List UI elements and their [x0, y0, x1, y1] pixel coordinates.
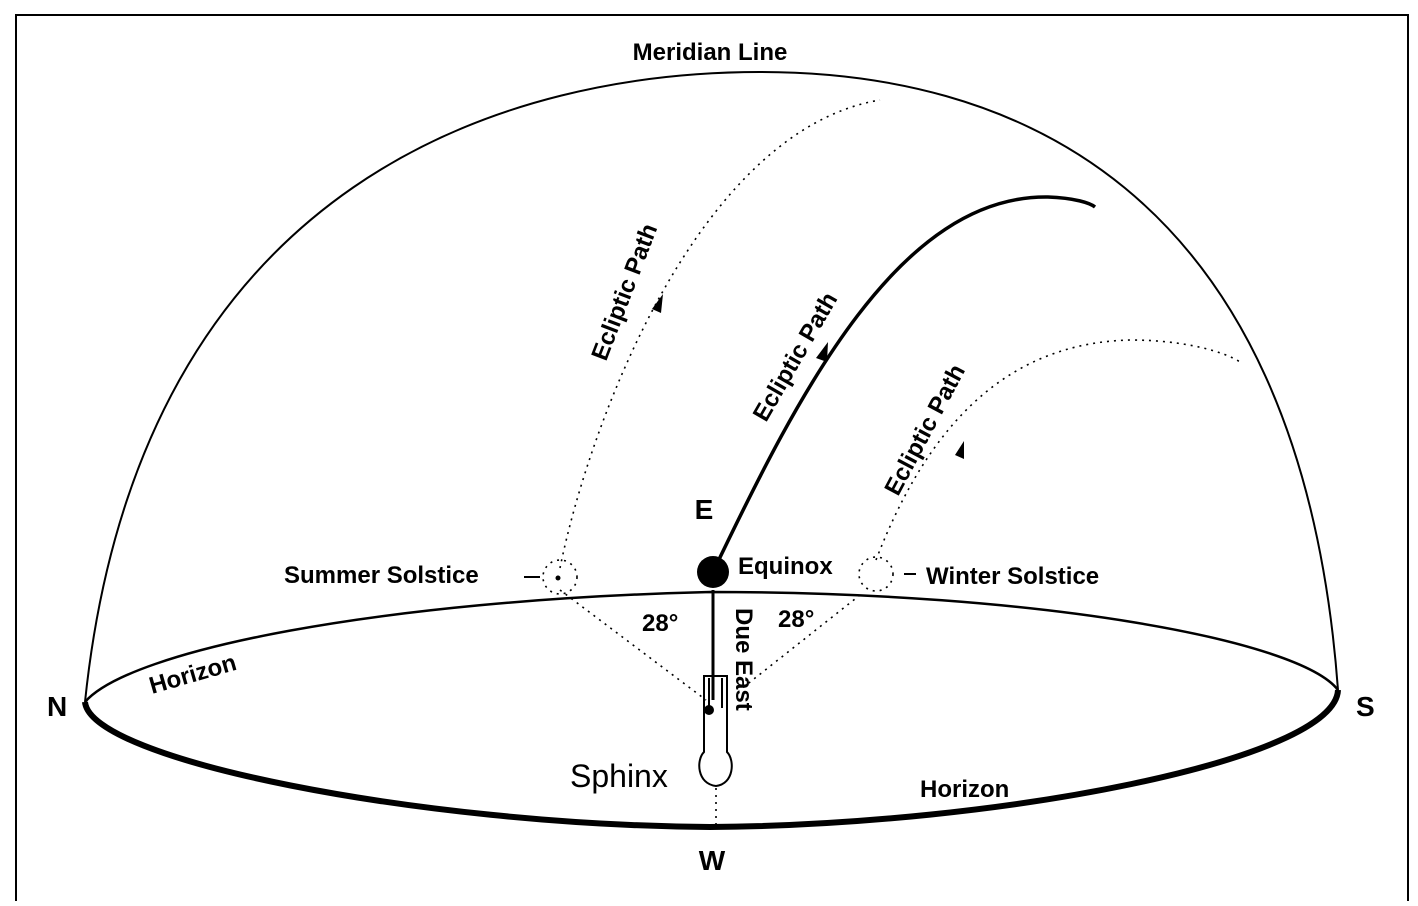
equinox-ecliptic-path — [711, 195, 1097, 573]
equinox-sun-icon — [697, 556, 729, 588]
sky-dome — [84, 70, 1339, 703]
winter-ecliptic-label: Ecliptic Path — [879, 360, 970, 500]
sphinx-icon — [698, 675, 733, 788]
summer-sun-icon — [542, 559, 578, 595]
winter-ecliptic-path — [875, 339, 1241, 561]
horizon-front-arc — [82, 689, 1341, 831]
angle-label-left: 28° — [642, 610, 678, 637]
winter-sightline — [739, 594, 861, 691]
summer-sun-center-icon — [555, 575, 561, 581]
horizon-label-upper: Horizon — [146, 649, 239, 700]
summer-ecliptic-label: Ecliptic Path — [586, 220, 663, 364]
winter-solstice-label: Winter Solstice — [926, 563, 1099, 590]
sphinx-label: Sphinx — [570, 758, 668, 794]
horizon-label-lower: Horizon — [920, 776, 1009, 803]
horizon-back-arc — [84, 590, 1339, 703]
angle-label-right: 28° — [778, 606, 814, 633]
summer-sightline — [559, 589, 707, 701]
meridian-line-label: Meridian Line — [633, 39, 788, 66]
winter-sun-icon — [858, 556, 894, 592]
equinox-path-arrow — [816, 342, 828, 362]
summer-solstice-label: Summer Solstice — [284, 562, 479, 589]
summer-path-arrow — [652, 294, 663, 313]
east-marker-label: E — [695, 494, 714, 525]
winter-path-arrow — [955, 441, 964, 459]
due-east-label: Due East — [730, 608, 757, 711]
equinox-label: Equinox — [738, 553, 833, 580]
south-label: S — [1356, 691, 1375, 722]
west-label: W — [699, 845, 726, 876]
north-label: N — [47, 691, 67, 722]
